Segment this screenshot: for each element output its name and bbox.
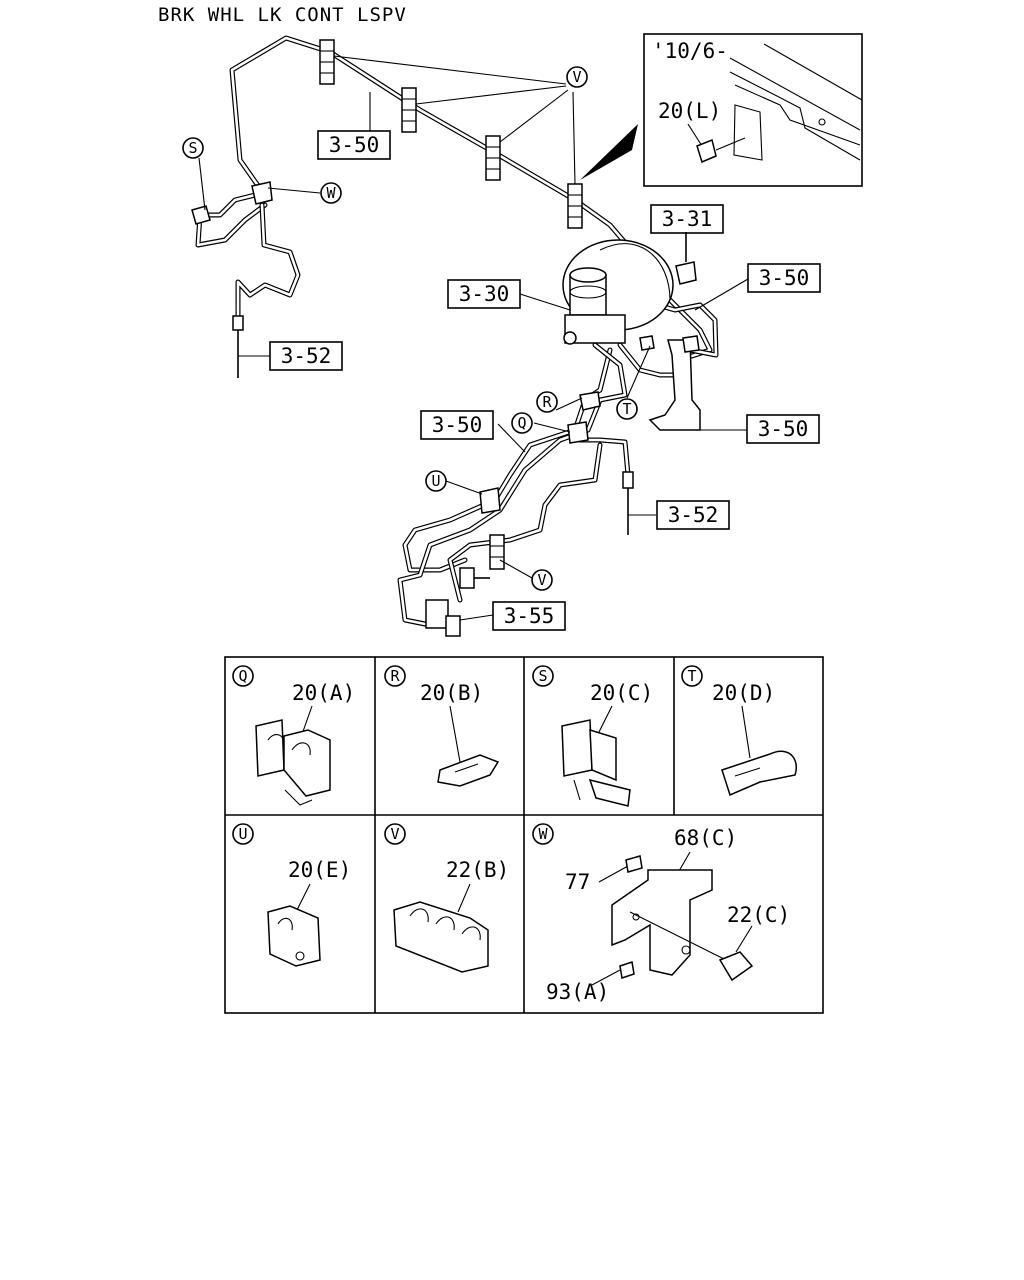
clip-stack-4 — [567, 183, 583, 229]
svg-text:U: U — [238, 825, 247, 843]
svg-text:S: S — [538, 667, 547, 685]
svg-text:3-30: 3-30 — [459, 282, 510, 306]
ref-box-330: 3-30 — [447, 279, 521, 309]
svg-text:3-50: 3-50 — [759, 266, 810, 290]
callout-t: T — [616, 398, 638, 420]
svg-text:R: R — [542, 393, 552, 411]
svg-text:20(D): 20(D) — [712, 681, 775, 705]
bracket-331 — [675, 232, 697, 285]
svg-text:3-50: 3-50 — [432, 413, 483, 437]
callout-v-bottom: V — [531, 569, 553, 591]
ref-box-right-352: 3-52 — [656, 500, 730, 530]
inset-date-label: '10/6- — [652, 39, 728, 63]
svg-text:S: S — [188, 139, 197, 157]
svg-text:3-55: 3-55 — [504, 604, 555, 628]
clip-stack-3 — [485, 135, 501, 181]
leader-lines — [198, 55, 749, 621]
callout-q: Q — [511, 412, 533, 434]
callout-v-top: V — [566, 66, 588, 88]
ref-box-left-352: 3-52 — [269, 341, 343, 371]
detail-table: Q 20(A) R 20(B) S 20(C) — [224, 656, 824, 1014]
svg-text:U: U — [431, 472, 440, 490]
inset-panel: '10/6- 20(L) — [580, 33, 863, 187]
svg-text:W: W — [538, 825, 548, 843]
callout-s: S — [182, 137, 204, 159]
svg-text:3-50: 3-50 — [329, 133, 380, 157]
detail-cell-u: U 20(E) — [232, 823, 351, 967]
detail-cell-w: W 68(C) 77 22(C) 93(A) — [532, 823, 790, 1004]
svg-text:3-50: 3-50 — [758, 417, 809, 441]
clip-stack-1 — [319, 39, 335, 85]
part-label-93a: 93(A) — [546, 980, 609, 1004]
svg-text:3-31: 3-31 — [662, 207, 713, 231]
clip-stack-5 — [489, 534, 505, 570]
callout-u: U — [425, 470, 447, 492]
svg-text:Q: Q — [517, 414, 526, 432]
inset-part-label: 20(L) — [658, 99, 721, 123]
detail-cell-t: T 20(D) — [681, 665, 797, 797]
ref-box-355: 3-55 — [492, 601, 566, 631]
clip-stack-2 — [401, 87, 417, 133]
part-label-77: 77 — [565, 870, 590, 894]
ref-box-right-350-lower: 3-50 — [746, 414, 820, 444]
diagram-title: BRK WHL LK CONT LSPV — [158, 4, 407, 26]
detail-cell-s: S 20(C) — [532, 665, 653, 807]
detail-cell-v: V 22(B) — [384, 823, 509, 973]
brake-pipes — [195, 35, 719, 628]
svg-text:3-52: 3-52 — [668, 503, 719, 527]
part-label-68c: 68(C) — [674, 826, 737, 850]
svg-text:V: V — [572, 68, 581, 86]
svg-text:T: T — [687, 667, 696, 685]
svg-text:W: W — [326, 184, 336, 202]
master-cylinder — [562, 239, 674, 345]
callout-w: W — [320, 182, 342, 204]
pipe-clips — [191, 181, 700, 514]
lspv-valve — [425, 567, 490, 637]
svg-text:Q: Q — [238, 667, 247, 685]
svg-text:20(A): 20(A) — [292, 681, 355, 705]
svg-text:22(B): 22(B) — [446, 858, 509, 882]
bracket-350-lower — [648, 339, 701, 431]
ref-box-center-350: 3-50 — [420, 410, 494, 440]
svg-text:T: T — [622, 400, 631, 418]
part-label-22c: 22(C) — [727, 903, 790, 927]
ref-box-top-left-350: 3-50 — [317, 130, 391, 160]
detail-cell-q: Q 20(A) — [232, 665, 355, 806]
ref-box-right-350-upper: 3-50 — [747, 263, 821, 293]
svg-text:20(E): 20(E) — [288, 858, 351, 882]
svg-text:20(C): 20(C) — [590, 681, 653, 705]
svg-text:3-52: 3-52 — [281, 344, 332, 368]
svg-text:R: R — [390, 667, 400, 685]
svg-text:20(B): 20(B) — [420, 681, 483, 705]
clip-stack-group — [319, 39, 583, 570]
ref-box-331: 3-31 — [650, 204, 724, 234]
svg-text:V: V — [390, 825, 399, 843]
svg-text:V: V — [537, 571, 546, 589]
detail-cell-r: R 20(B) — [384, 665, 500, 787]
callout-r: R — [536, 391, 558, 413]
